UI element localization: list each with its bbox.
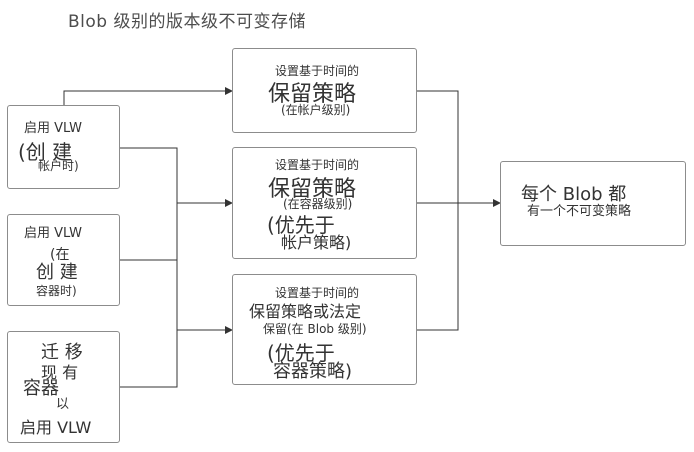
- line-mid3-right: [417, 203, 459, 331]
- box-line: 保留策略: [268, 177, 357, 202]
- box-line: 启用 VLW: [24, 121, 82, 136]
- box-line: (创 建: [18, 140, 73, 164]
- box-line: 设置基于时间的: [275, 64, 360, 78]
- box-line: 启用 VLW: [24, 226, 82, 241]
- box-line: 设置基于时间的: [275, 158, 360, 172]
- box-line: 保留(在 Blob 级别): [263, 322, 367, 336]
- line-left2-bracket: [120, 203, 178, 261]
- box-line: 容器策略): [273, 361, 353, 382]
- box-enable-vlw-container: 启用 VLW (在 创 建 容器时): [7, 214, 120, 306]
- box-line: 容器时): [36, 284, 77, 298]
- box-blob-policy: 设置基于时间的 保留策略或法定 保留(在 Blob 级别) (优先于 容器策略): [232, 274, 417, 385]
- line-mid1-right: [417, 90, 459, 203]
- box-line: 帐户时): [38, 159, 79, 173]
- box-line: (在帐户级别): [281, 103, 351, 117]
- box-line: 有一个不可变策略: [527, 204, 632, 219]
- line-left1-bracket: [120, 147, 178, 203]
- box-line: (优先于: [267, 213, 335, 237]
- box-line: 保留策略: [268, 82, 357, 107]
- box-line: 容器: [23, 378, 59, 399]
- box-account-policy: 设置基于时间的 保留策略 (在帐户级别): [232, 48, 417, 133]
- line-left3-bracket: [120, 260, 178, 388]
- box-container-policy: 设置基于时间的 保留策略 (在容器级别) (优先于 帐户策略): [232, 147, 417, 259]
- box-line: 启用 VLW: [20, 418, 92, 437]
- box-line: 设置基于时间的: [275, 286, 360, 300]
- box-line: 以: [56, 397, 70, 412]
- box-result-immutable-policy: 每个 Blob 都 有一个不可变策略: [500, 161, 686, 246]
- box-line: (优先于: [267, 341, 335, 365]
- diagram-title: Blob 级别的版本级不可变存储: [68, 12, 306, 32]
- box-enable-vlw-account: 启用 VLW (创 建 帐户时): [7, 105, 120, 189]
- box-line: 迁 移: [41, 342, 83, 363]
- box-migrate-existing-containers: 迁 移 现 有 容器 以 启用 VLW: [7, 331, 120, 443]
- arrow-left1-to-mid1: [63, 87, 233, 105]
- box-line: 每个 Blob 都: [521, 184, 627, 205]
- box-line: (在: [50, 247, 70, 263]
- box-line: 保留策略或法定: [249, 302, 362, 321]
- box-line: 帐户策略): [281, 233, 352, 252]
- box-line: (在容器级别): [283, 197, 353, 211]
- box-line: 现 有: [41, 363, 79, 382]
- box-line: 创 建: [36, 262, 78, 283]
